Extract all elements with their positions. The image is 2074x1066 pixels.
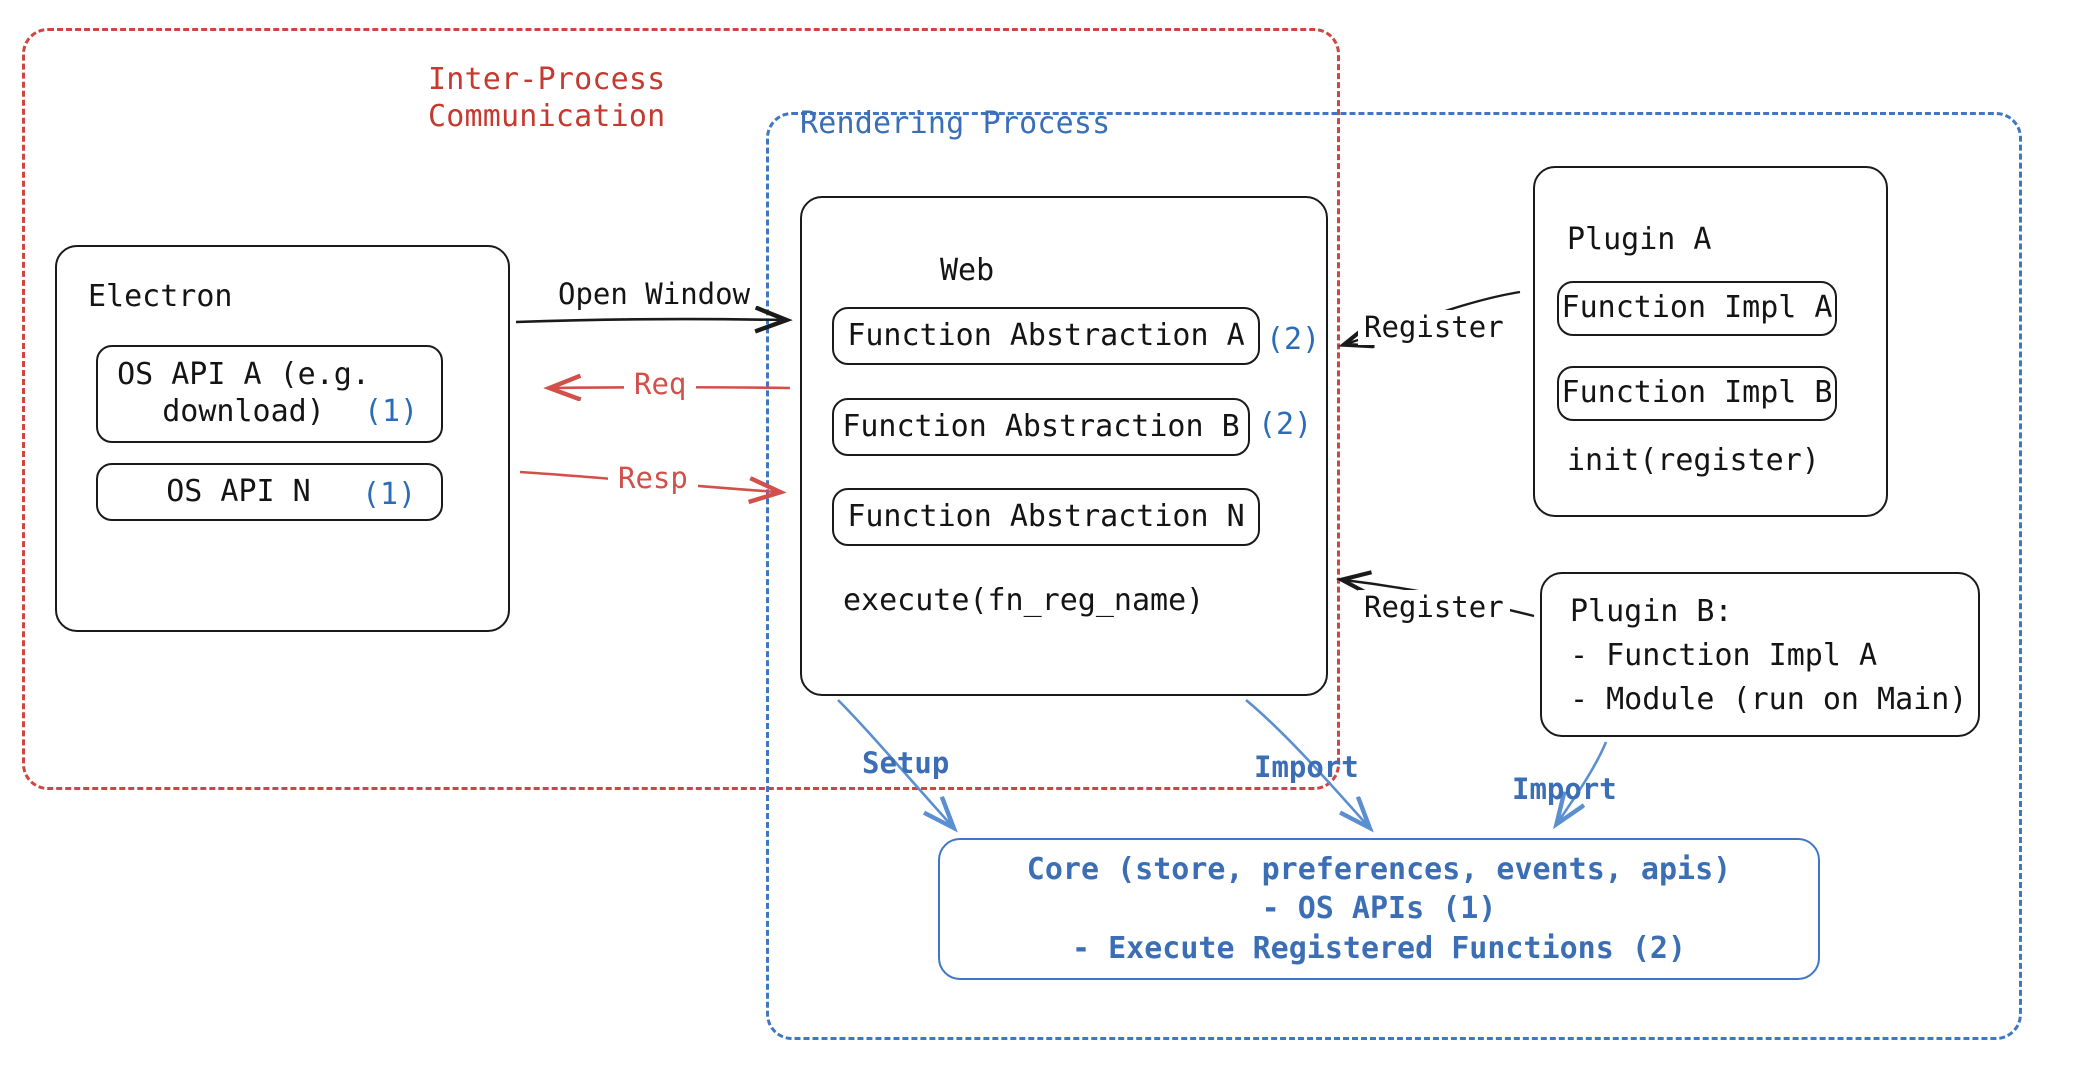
plugin-a-function-impl-b-box: Function Impl B <box>1557 366 1837 421</box>
function-abstraction-b-marker: (2) <box>1258 407 1313 442</box>
os-api-a-marker: (1) <box>364 394 419 429</box>
edge-label-setup: Setup <box>862 746 950 780</box>
edge-label-register-plugin-b: Register <box>1358 590 1510 625</box>
edge-label-req: Req <box>624 367 697 402</box>
function-abstraction-a-box: Function Abstraction A <box>832 307 1260 365</box>
plugin-b-line-2: - Function Impl A <box>1570 638 1878 673</box>
web-title: Web <box>940 253 995 288</box>
core-line-3: - Execute Registered Functions (2) <box>1071 930 1687 966</box>
core-line-1: Core (store, preferences, events, apis) <box>1026 851 1732 887</box>
edge-label-register-plugin-a: Register <box>1358 310 1510 345</box>
group-rendering-process <box>766 112 2022 1040</box>
plugin-a-title: Plugin A <box>1567 222 1712 257</box>
edge-label-import-plugin-b: Import <box>1512 772 1617 806</box>
os-api-n-label: OS API N <box>166 473 311 509</box>
plugin-b-box <box>1540 572 1980 737</box>
core-box: Core (store, preferences, events, apis) … <box>938 838 1820 980</box>
plugin-a-box <box>1533 166 1888 517</box>
group-label-ipc: Inter-Process Communication <box>428 62 666 134</box>
function-abstraction-b-label: Function Abstraction B <box>842 408 1240 444</box>
edge-label-import-web: Import <box>1254 750 1359 784</box>
function-abstraction-n-box: Function Abstraction N <box>832 488 1260 546</box>
web-execute-footer: execute(fn_reg_name) <box>843 583 1205 618</box>
core-line-2: - OS APIs (1) <box>1261 891 1497 927</box>
group-label-rendering-process: Rendering Process <box>800 106 1111 141</box>
function-abstraction-a-marker: (2) <box>1266 322 1321 357</box>
function-abstraction-b-box: Function Abstraction B <box>832 398 1250 456</box>
plugin-a-function-impl-a-box: Function Impl A <box>1557 281 1837 336</box>
os-api-a-box: OS API A (e.g. download) <box>96 345 443 443</box>
os-api-n-marker: (1) <box>362 477 417 512</box>
plugin-b-line-1: Plugin B: <box>1570 594 1733 629</box>
group-inter-process-communication <box>22 28 1340 790</box>
electron-title: Electron <box>88 279 233 314</box>
function-abstraction-a-label: Function Abstraction A <box>847 317 1245 353</box>
os-api-n-box: OS API N <box>96 463 443 521</box>
plugin-b-line-3: - Module (run on Main) <box>1570 682 1968 717</box>
os-api-a-label: OS API A (e.g. download) <box>117 357 370 429</box>
plugin-a-function-impl-a-label: Function Impl A <box>1561 290 1833 326</box>
plugin-a-init-footer: init(register) <box>1567 443 1820 478</box>
edge-label-open-window: Open Window <box>558 277 751 311</box>
edge-label-resp: Resp <box>608 461 698 496</box>
plugin-a-function-impl-b-label: Function Impl B <box>1561 375 1833 411</box>
function-abstraction-n-label: Function Abstraction N <box>847 498 1245 534</box>
